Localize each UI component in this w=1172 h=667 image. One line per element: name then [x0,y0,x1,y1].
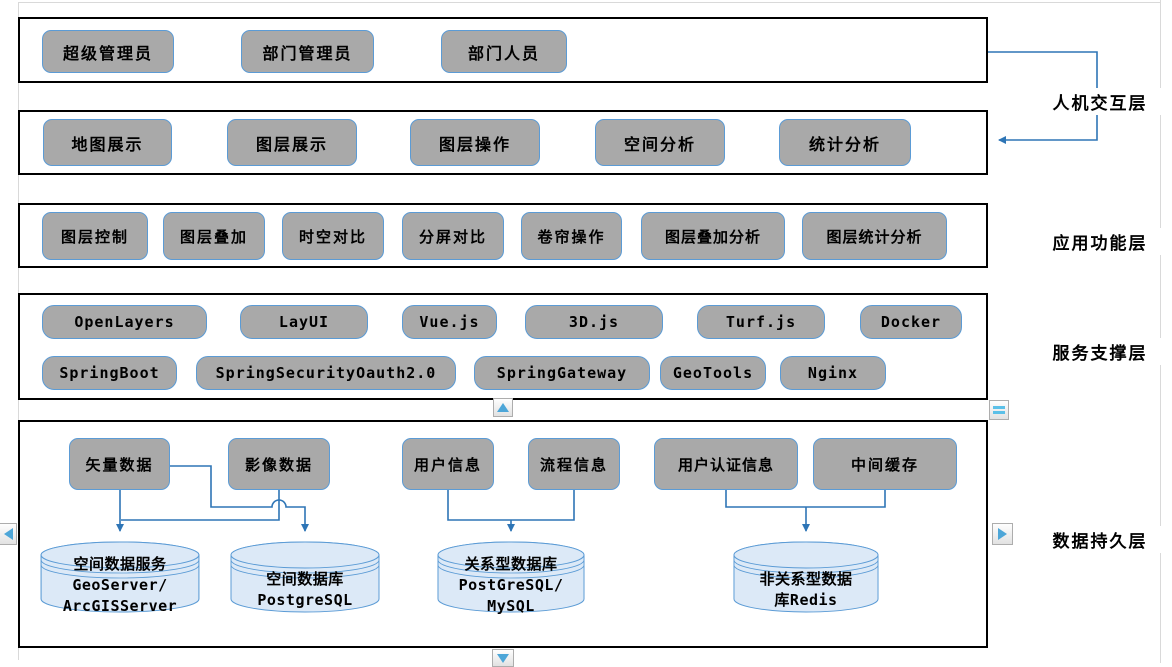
user-info-box: 用户信息 [402,438,494,490]
scroll-up-icon [497,403,509,412]
spatiotemporal-compare-box: 时空对比 [282,212,384,260]
scroll-left-icon [3,528,13,540]
side-label-application-layer: 应用功能层 [1038,228,1162,255]
springboot-chip: SpringBoot [42,356,177,390]
scroll-up-button[interactable] [493,398,513,417]
scroll-down-button[interactable] [492,649,514,667]
layer-operation-box: 图层操作 [410,119,540,166]
postgresql-cylinder: 空间数据库 PostgreSQL [230,541,380,613]
turfjs-chip: Turf.js [697,305,825,339]
docker-chip: Docker [860,305,962,339]
relational-db-cylinder-line3: MySQL [487,597,535,615]
vector-data-box: 矢量数据 [69,438,170,490]
geoserver-cylinder-line3: ArcGISServer [62,597,178,615]
relational-db-cylinder: 关系型数据库 PostGreSQL/ MySQL [437,541,585,615]
postgresql-cylinder-line2: PostgreSQL [257,591,353,609]
auth-info-box: 用户认证信息 [654,438,798,490]
image-data-box: 影像数据 [228,438,330,490]
relational-db-cylinder-line1: 关系型数据库 [464,555,558,573]
scroll-right-button[interactable] [992,523,1013,545]
side-label-interaction-layer: 人机交互层 [1038,88,1162,115]
dept-admin-box: 部门管理员 [241,30,374,73]
pan-handle-icon [993,406,1005,414]
layer-overlay-box: 图层叠加 [163,212,265,260]
process-info-box: 流程信息 [528,438,620,490]
cache-box: 中间缓存 [813,438,957,490]
layer-overlay-analysis-box: 图层叠加分析 [641,212,785,260]
layer-control-box: 图层控制 [42,212,148,260]
layer-display-box: 图层展示 [227,119,357,166]
dept-staff-box: 部门人员 [441,30,567,73]
springsecurity-chip: SpringSecurityOauth2.0 [196,356,456,390]
swipe-operation-box: 卷帘操作 [521,212,622,260]
postgresql-cylinder-line1: 空间数据库 [266,570,344,588]
nginx-chip: Nginx [780,356,886,390]
super-admin-box: 超级管理员 [42,30,174,73]
openlayers-chip: OpenLayers [42,305,207,339]
statistical-analysis-box: 统计分析 [779,119,911,166]
map-display-box: 地图展示 [43,119,172,166]
geoserver-cylinder-line1: 空间数据服务 [73,555,167,573]
relational-db-cylinder-line2: PostGreSQL/ [458,576,564,594]
geoserver-cylinder-line2: GeoServer/ [72,576,168,594]
layui-chip: LayUI [240,305,368,339]
geotools-chip: GeoTools [660,356,766,390]
split-screen-compare-box: 分屏对比 [402,212,504,260]
vuejs-chip: Vue.js [402,305,497,339]
page-edge-top [18,2,1160,3]
pan-handle-button[interactable] [989,400,1009,420]
scroll-down-icon [497,653,509,663]
scroll-right-icon [998,528,1007,540]
springgateway-chip: SpringGateway [474,356,650,390]
geoserver-cylinder: 空间数据服务 GeoServer/ ArcGISServer [40,541,200,615]
redis-cylinder-line2: 库Redis [774,591,838,609]
redis-cylinder-line1: 非关系型数据 [759,570,853,588]
side-label-data-layer: 数据持久层 [1038,526,1162,553]
redis-cylinder: 非关系型数据 库Redis [733,541,879,613]
scroll-left-button[interactable] [0,523,17,545]
side-label-service-layer: 服务支撑层 [1038,338,1162,365]
spatial-analysis-box: 空间分析 [595,119,725,166]
page-edge-right [1160,0,1161,663]
3djs-chip: 3D.js [525,305,663,339]
layer-statistics-analysis-box: 图层统计分析 [802,212,947,260]
